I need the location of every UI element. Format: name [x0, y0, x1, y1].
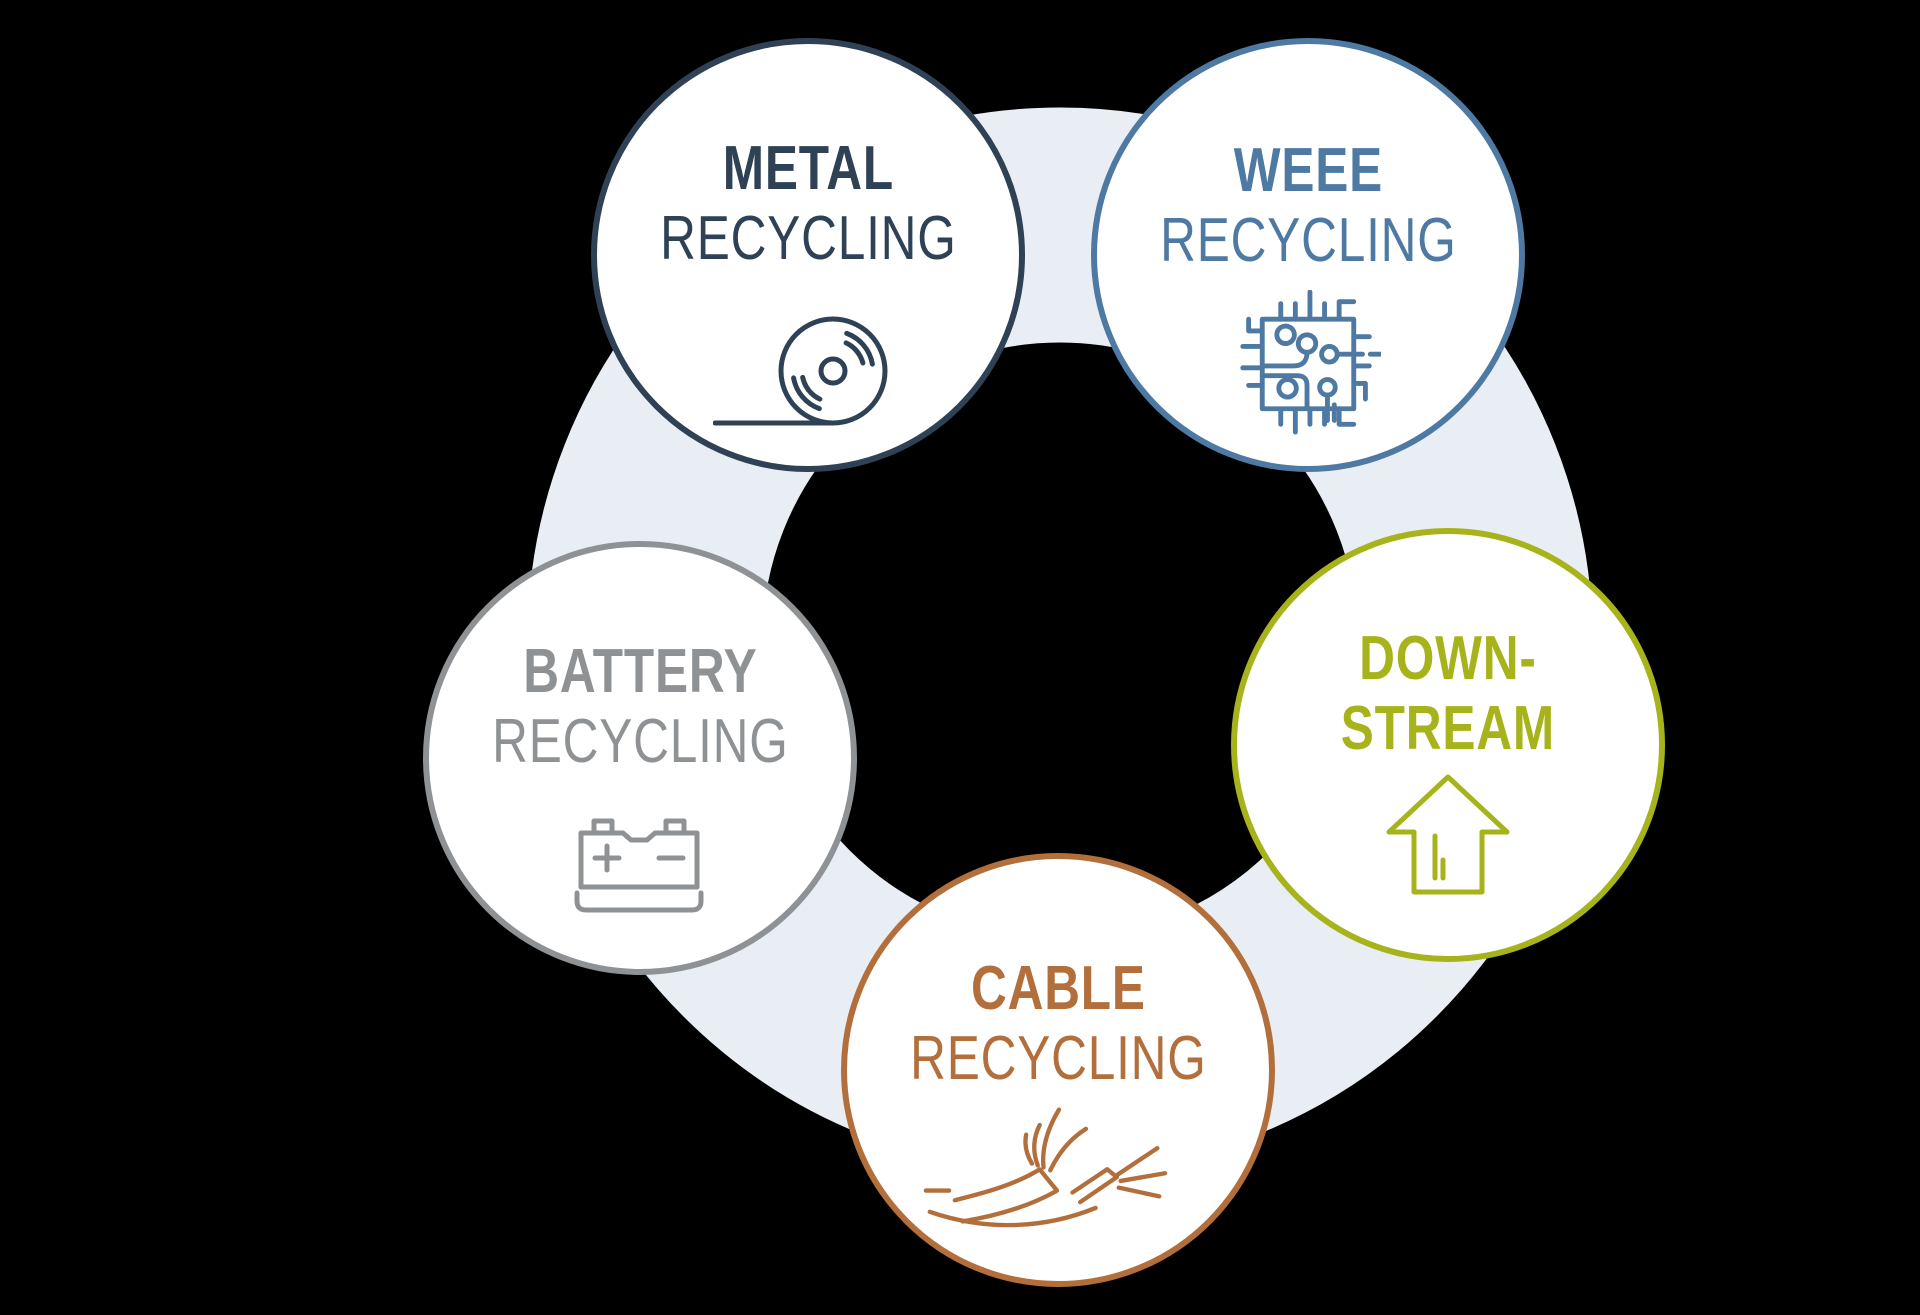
title-line-2: RECYCLING [1159, 206, 1457, 275]
stripped-cable-icon [923, 1107, 1168, 1228]
title-line-2: RECYCLING [659, 204, 957, 273]
node-title: WEEE RECYCLING [1160, 136, 1457, 276]
title-line-1: CABLE [970, 954, 1146, 1023]
node-metal-recycling: METAL RECYCLING [591, 38, 1025, 472]
title-line-2: RECYCLING [909, 1024, 1207, 1093]
node-battery-recycling: BATTERY RECYCLING [423, 541, 857, 975]
arrow-up-icon [1386, 774, 1510, 895]
car-battery-icon [574, 818, 704, 913]
title-line-1: DOWN- [1359, 624, 1537, 693]
node-title: BATTERY RECYCLING [492, 637, 789, 777]
metal-coil-icon [713, 316, 888, 426]
title-line-1: BATTERY [522, 637, 758, 706]
title-line-1: WEEE [1233, 136, 1383, 205]
node-title: CABLE RECYCLING [910, 954, 1207, 1094]
node-title: DOWN- STREAM [1341, 624, 1555, 764]
node-title: METAL RECYCLING [660, 134, 957, 274]
circuit-board-icon [1240, 290, 1381, 435]
title-line-2: RECYCLING [491, 707, 789, 776]
title-line-1: METAL [722, 134, 894, 203]
node-weee-recycling: WEEE RECYCLING [1091, 38, 1525, 472]
title-line-2: STREAM [1340, 694, 1556, 763]
node-downstream: DOWN- STREAM [1231, 528, 1665, 962]
node-cable-recycling: CABLE RECYCLING [841, 853, 1275, 1287]
